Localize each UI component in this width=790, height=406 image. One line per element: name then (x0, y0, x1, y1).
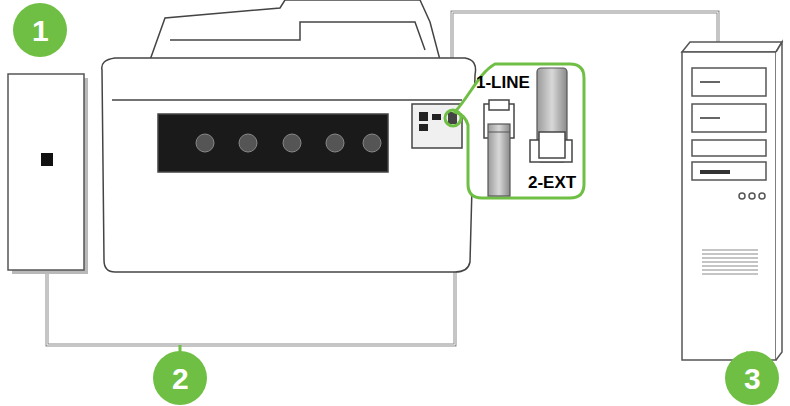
port-inset-box: 1-LINE 2-EXT (468, 64, 584, 198)
wall-jack (8, 74, 88, 274)
callout-number: 1 (32, 16, 49, 46)
port-label: 2-EXT (528, 174, 576, 191)
callout-number: 2 (172, 364, 189, 394)
computer-tower (682, 42, 782, 360)
port-label: 1-LINE (476, 74, 530, 91)
printer (102, 0, 476, 272)
callout-number: 3 (744, 364, 761, 394)
port-inset (445, 64, 584, 198)
callout-markers (13, 3, 779, 405)
